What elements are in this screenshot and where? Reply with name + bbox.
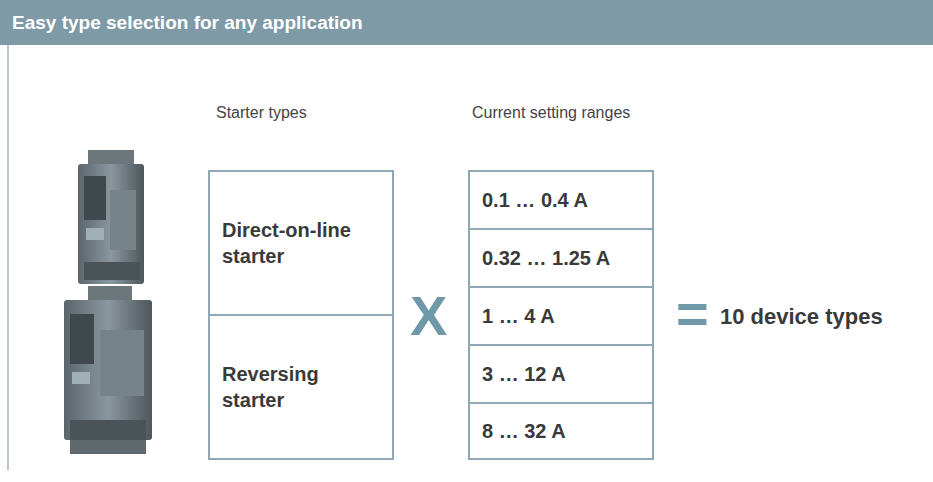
header-bar: Easy type selection for any application: [0, 0, 933, 45]
selection-box: Direct-on-line starter: [208, 170, 394, 316]
box-text: Direct-on-line starter: [222, 217, 380, 269]
selection-box: 0.32 … 1.25 A: [468, 228, 654, 288]
column-heading: Current setting ranges: [472, 104, 630, 122]
multiply-sign: X: [410, 284, 447, 348]
panel-border: [7, 45, 9, 470]
result-text: 10 device types: [720, 304, 883, 329]
reversing-device: [64, 286, 152, 454]
selection-box: 1 … 4 A: [468, 286, 654, 346]
box-text: 0.1 … 0.4 A: [482, 187, 640, 213]
selection-box: 8 … 32 A: [468, 402, 654, 460]
box-text: 0.32 … 1.25 A: [482, 245, 640, 271]
column-heading: Starter types: [216, 104, 307, 122]
equals-sign: =: [676, 282, 709, 346]
direct-on-line-device: [78, 150, 144, 284]
selection-box: 3 … 12 A: [468, 344, 654, 404]
selection-box: Reversing starter: [208, 314, 394, 460]
box-text: 1 … 4 A: [482, 303, 640, 329]
title: Easy type selection for any application: [0, 0, 933, 45]
box-text: 8 … 32 A: [482, 418, 640, 444]
selection-box: 0.1 … 0.4 A: [468, 170, 654, 230]
box-text: 3 … 12 A: [482, 361, 640, 387]
box-text: Reversing starter: [222, 361, 380, 413]
